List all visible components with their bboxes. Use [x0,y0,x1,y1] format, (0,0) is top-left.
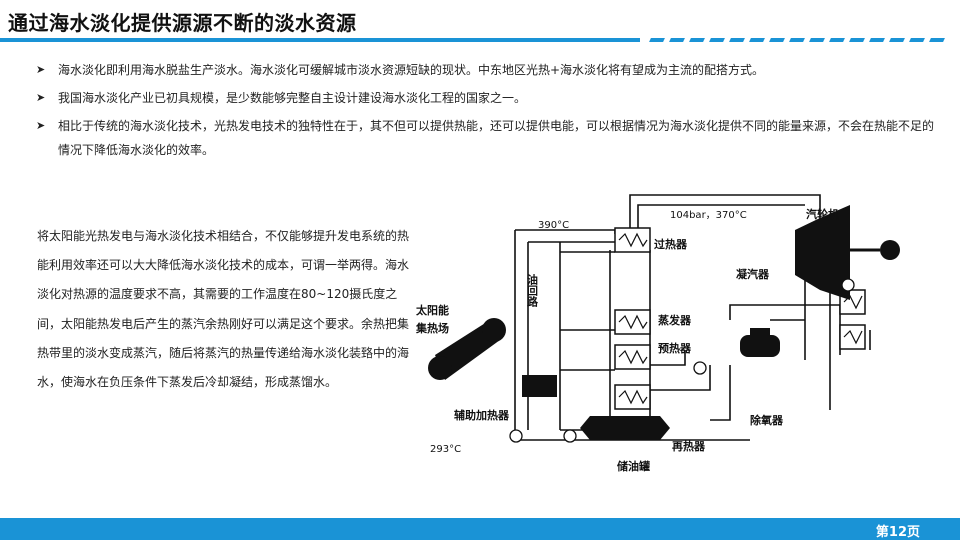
preheater-box [614,344,651,370]
label-condenser: 凝汽器 [736,267,770,281]
title-dash-decoration [649,38,665,42]
evaporator-box [614,309,651,335]
title-dash-decoration [929,38,945,42]
bullet-item: ➤ 海水淡化即利用海水脱盐生产淡水。海水淡化可缓解城市淡水资源短缺的现状。中东地… [36,58,936,82]
label-pressure-temp: 104bar，370°C [670,210,747,221]
slide-footer: 第12页 [0,518,960,540]
title-dash-decoration [889,38,905,42]
title-dash-decoration [789,38,805,42]
slide-title: 通过海水淡化提供源源不断的淡水资源 [8,11,357,35]
pump-icon [841,278,855,292]
label-oil-loop: 油回路 [526,273,539,308]
title-dash-decoration [669,38,685,42]
title-dash-decoration [829,38,845,42]
label-superheater: 过热器 [654,237,688,251]
label-evaporator: 蒸发器 [658,313,692,327]
arrow-bullet-icon: ➤ [36,91,46,104]
arrow-bullet-icon: ➤ [36,63,46,76]
storage-tank-icon [580,416,670,440]
bullet-text: 相比于传统的海水淡化技术，光热发电技术的独特性在于，其不但可以提供热能，还可以提… [58,119,935,157]
title-dash-decoration [729,38,745,42]
deaerator-icon [740,328,780,357]
bullet-text: 海水淡化即利用海水脱盐生产淡水。海水淡化可缓解城市淡水资源短缺的现状。中东地区光… [58,63,765,77]
title-dash-decoration [809,38,825,42]
label-solar-field-line2: 集热场 [415,321,449,335]
bullet-text: 我国海水淡化产业已初具规模，是少数能够完整自主设计建设海水淡化工程的国家之一。 [58,91,527,105]
csp-desalination-diagram: 390°C 104bar，370°C 293°C 油回路 太阳能 集热场 过热器… [415,194,900,473]
label-deaerator: 除氧器 [750,413,784,427]
bullet-item: ➤ 相比于传统的海水淡化技术，光热发电技术的独特性在于，其不但可以提供热能，还可… [36,114,936,162]
title-dash-decoration [769,38,785,42]
bullet-item: ➤ 我国海水淡化产业已初具规模，是少数能够完整自主设计建设海水淡化工程的国家之一… [36,86,936,110]
solar-field-icon [428,318,506,380]
title-dash-decoration [709,38,725,42]
reheater-box [614,384,651,410]
pump-icon [509,429,523,443]
body-paragraph: 将太阳能光热发电与海水淡化技术相结合，不仅能够提升发电系统的热能利用效率还可以大… [37,229,410,390]
title-underline [0,38,640,42]
bullet-list: ➤ 海水淡化即利用海水脱盐生产淡水。海水淡化可缓解城市淡水资源短缺的现状。中东地… [36,58,936,166]
slide-header: 通过海水淡化提供源源不断的淡水资源 [0,0,960,44]
label-temp-bottom: 293°C [430,444,461,455]
label-reheater: 再热器 [672,439,706,453]
superheater-box [614,227,651,253]
label-aux-heater: 辅助加热器 [454,408,510,422]
label-temp-top: 390°C [538,220,569,231]
title-dash-decoration [909,38,925,42]
label-solar-field-line1: 太阳能 [415,303,449,317]
label-turbine: 汽轮机 [806,207,839,221]
title-dash-decoration [689,38,705,42]
title-dash-decoration [849,38,865,42]
title-dash-decoration [749,38,765,42]
turbine-icon [795,205,900,300]
aux-heater-block [522,375,557,397]
arrow-bullet-icon: ➤ [36,119,46,132]
pump-icon [693,361,707,375]
label-preheater: 预热器 [658,341,692,355]
page-number: 第12页 [875,525,920,540]
title-dash-decoration [869,38,885,42]
pump-icon [563,429,577,443]
label-storage-tank: 储油罐 [617,459,650,473]
